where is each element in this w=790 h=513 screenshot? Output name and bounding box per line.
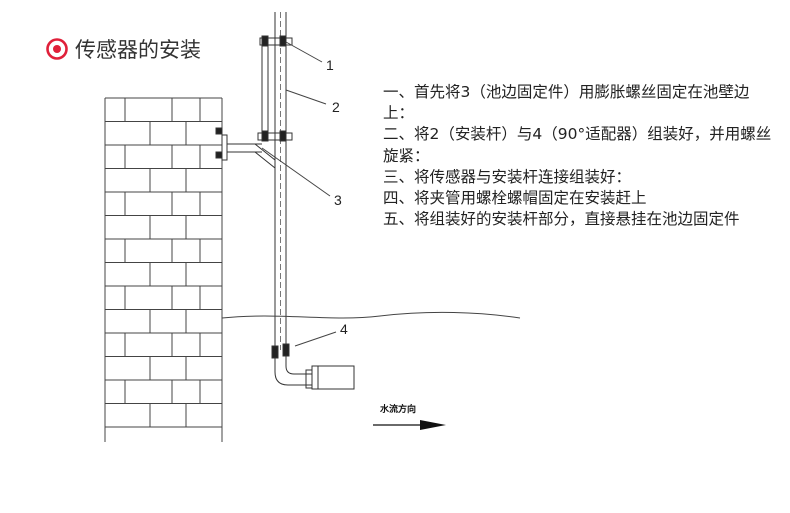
water-surface	[221, 311, 521, 319]
step-item: 三、将传感器与安装杆连接组装好：	[383, 167, 632, 186]
top-clamp	[259, 35, 293, 135]
sensor-adapter	[271, 343, 313, 389]
middle-clamp	[257, 130, 293, 142]
installation-steps: 一、首先将3（池边固定件）用膨胀螺丝固定在池壁边上： 二、将2（安装杆）与4（9…	[383, 82, 773, 230]
sensor-body	[311, 365, 355, 390]
page-title-text: 传感器的安装	[75, 38, 201, 62]
step-item: 四、将夹管用螺栓螺帽固定在安装赶上	[383, 189, 647, 208]
mounting-rod	[274, 12, 287, 352]
flow-direction-label: 水流方向	[380, 403, 416, 415]
step-item: 二、将2（安装杆）与4（90°适配器）组装好，并用螺丝旋紧：	[383, 125, 772, 165]
target-icon	[46, 38, 68, 60]
step-item: 五、将组装好的安装杆部分，直接悬挂在池边固定件	[383, 210, 740, 229]
brick-wall	[104, 97, 223, 442]
callout-3: 3	[334, 192, 342, 208]
page-title: 传感器的安装	[46, 34, 201, 64]
leader-lines	[261, 41, 337, 347]
callout-1: 1	[326, 57, 334, 73]
callout-2: 2	[332, 99, 340, 115]
flow-direction-arrow-icon	[373, 420, 446, 430]
callout-4: 4	[340, 321, 348, 337]
step-item: 一、首先将3（池边固定件）用膨胀螺丝固定在池壁边上：	[383, 83, 750, 123]
pool-edge-bracket	[215, 127, 276, 169]
